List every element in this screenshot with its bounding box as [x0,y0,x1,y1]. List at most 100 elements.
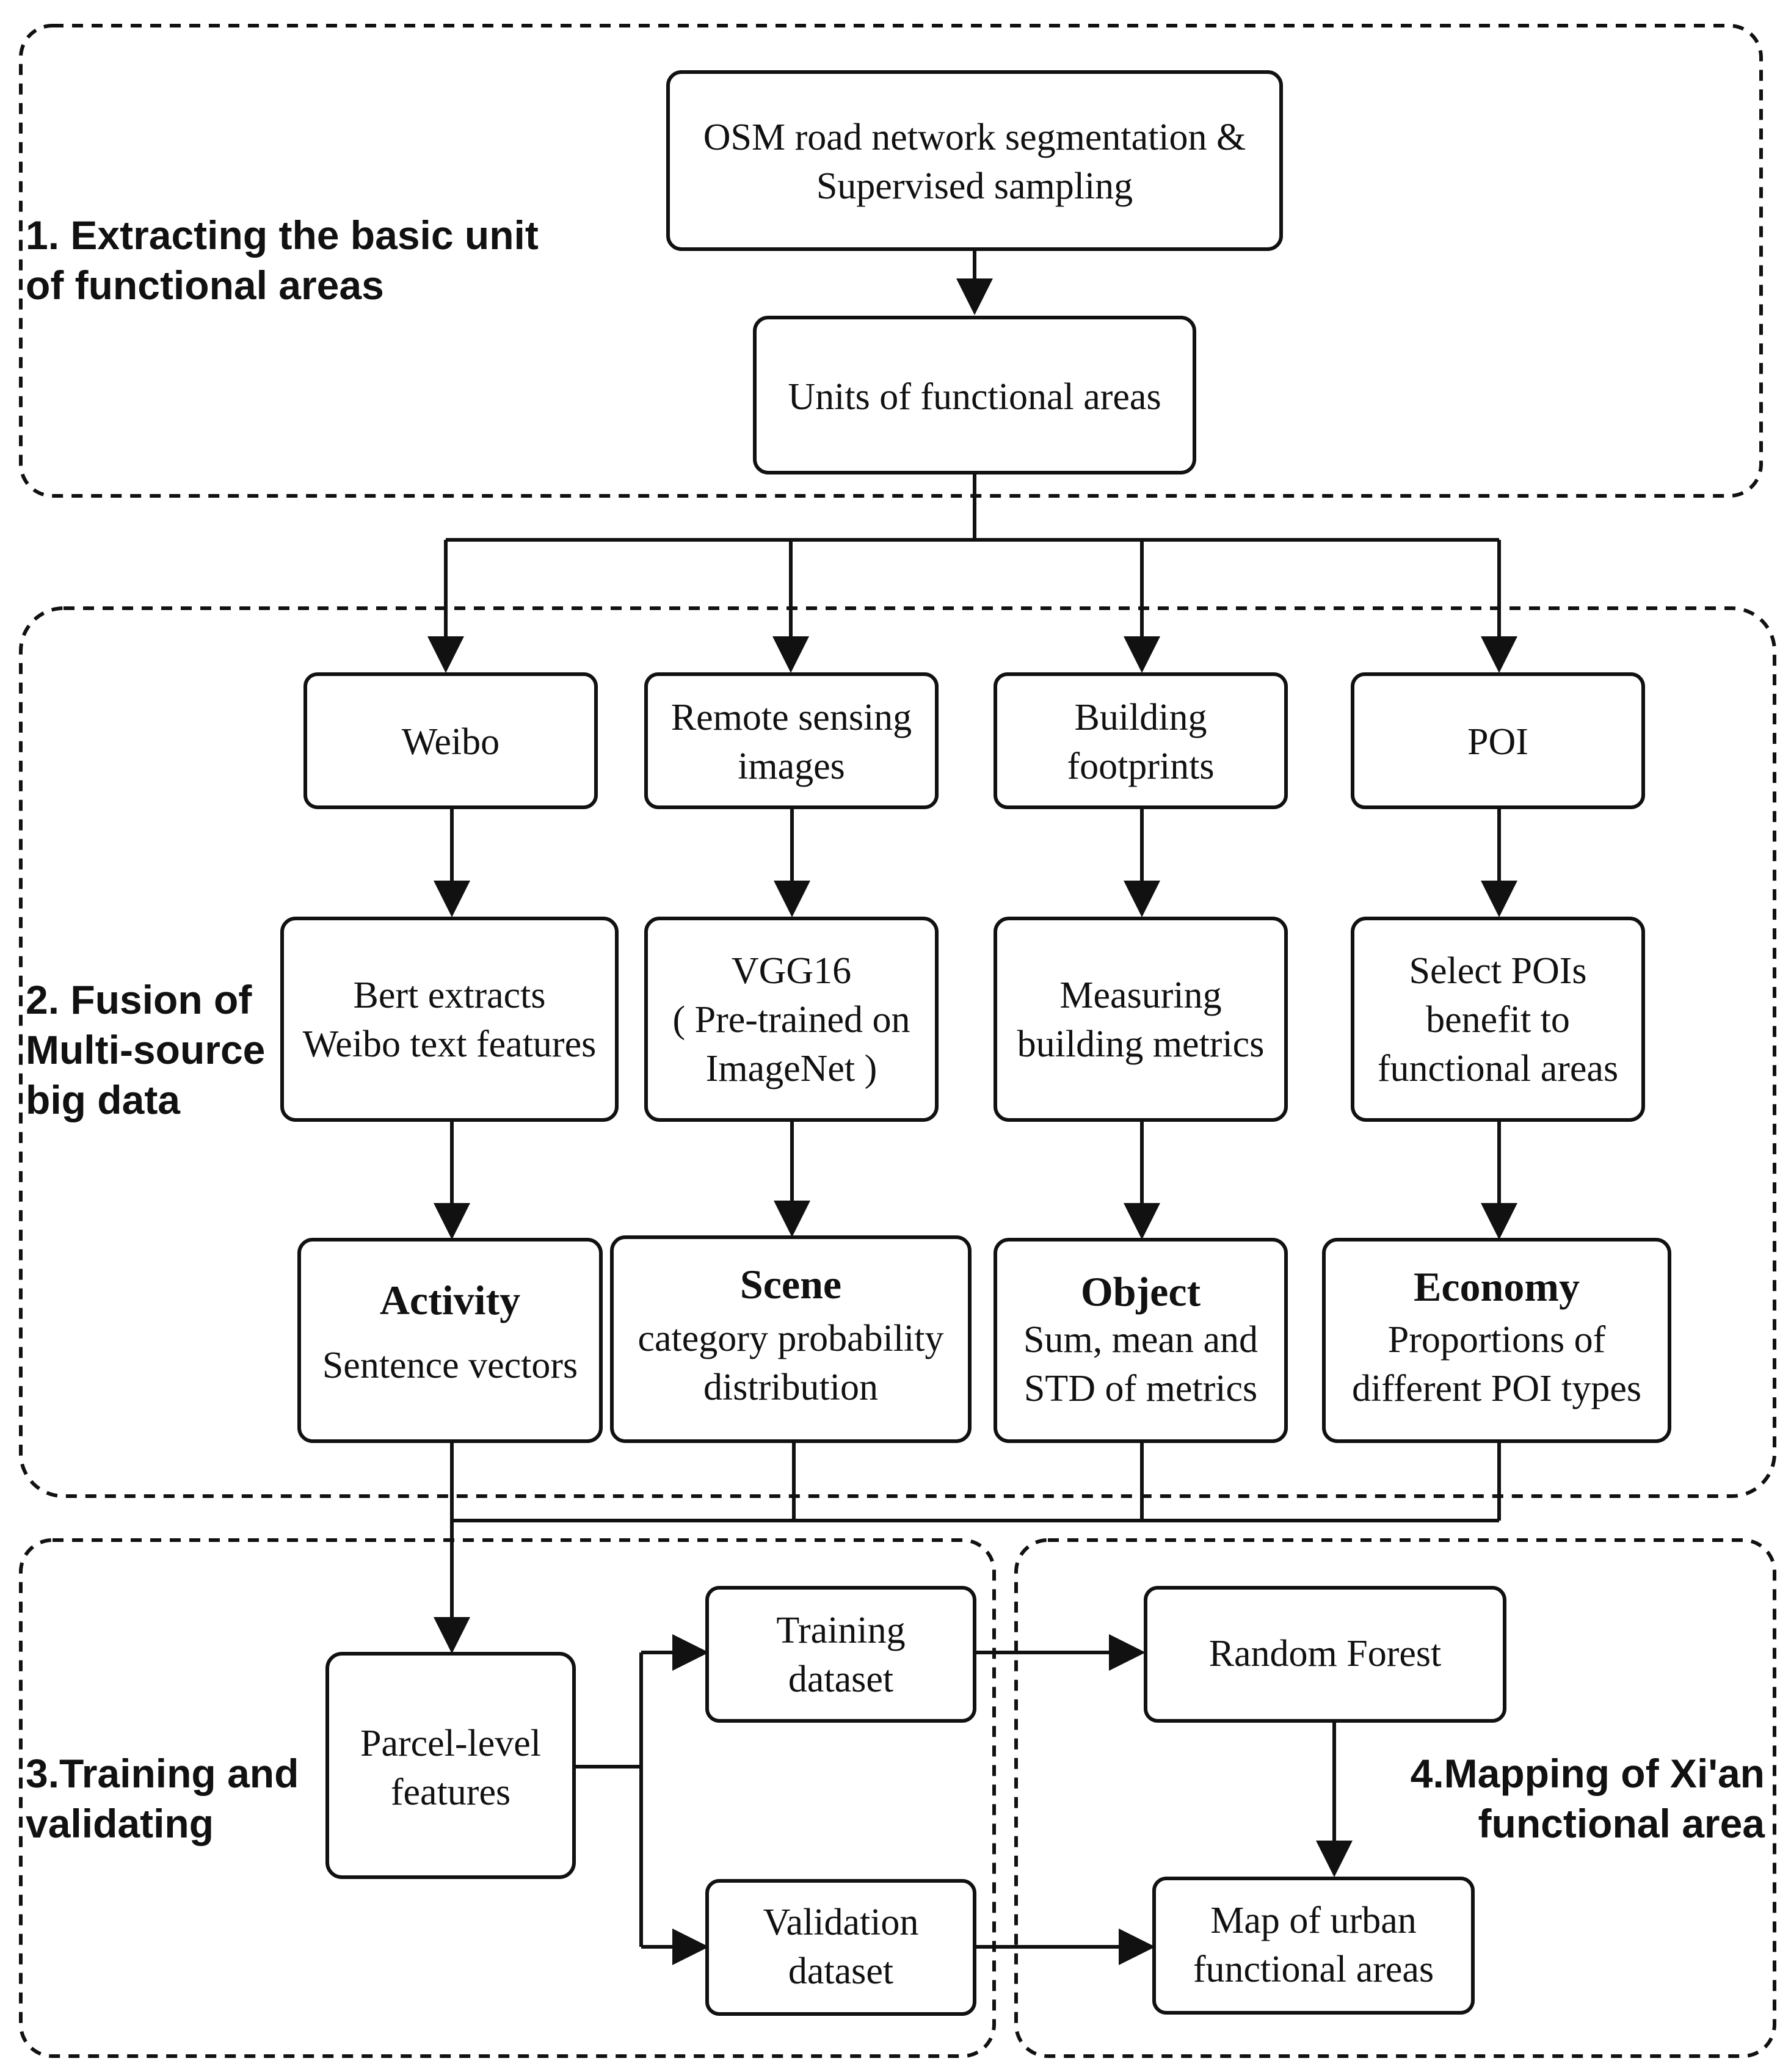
text-line: Measuring [1059,975,1221,1016]
select-pois-box: Select POIs benefit to functional areas [1351,917,1645,1122]
validation-dataset-box: Validation dataset [705,1879,976,2016]
vgg-box-text: VGG16 ( Pre-trained on ImageNet ) [672,950,910,1089]
section-training-validating [19,1538,996,2058]
text-line: ImageNet ) [706,1048,877,1089]
text-line: Activity [380,1277,520,1323]
poi-box-text: POI [1467,721,1528,763]
text-line: Map of urban [1210,1900,1416,1941]
text-line: Remote sensing [671,697,912,738]
osm-box: OSM road network segmentation & Supervise… [666,70,1283,251]
text-line: images [738,746,845,787]
activity-lines: Sentence vectors [322,1345,578,1386]
units-box-text: Units of functional areas [788,376,1161,418]
text-line: POI [1467,721,1528,763]
text-line: Random Forest [1209,1633,1442,1674]
building-footprints-box: Building footprints [994,672,1288,809]
text-line: Proportions of [1388,1319,1606,1361]
economy-title: Economy [1414,1263,1580,1310]
text-line: big data [26,1077,181,1122]
text-line: Select POIs [1409,950,1586,992]
vgg-box: VGG16 ( Pre-trained on ImageNet ) [644,917,939,1122]
validation-dataset-box-text: Validation dataset [763,1902,919,1992]
text-line: distribution [703,1367,878,1408]
text-line: Object [1081,1268,1201,1315]
section-label-3: 3.Training and validating [26,1751,299,1846]
text-line: Economy [1414,1263,1580,1310]
text-line: benefit to [1426,999,1570,1041]
text-line: functional areas [1193,1949,1434,1990]
text-line: OSM road network segmentation & [703,117,1246,158]
text-line: 3.Training and [26,1751,299,1796]
section-fusion [19,606,1776,1498]
section-label-1: 1. Extracting the basic unit of functiona… [26,213,539,308]
select-pois-box-text: Select POIs benefit to functional areas [1378,950,1618,1089]
economy-lines: Proportions of different POI types [1352,1319,1641,1409]
poi-box: POI [1351,672,1645,809]
scene-lines: category probability distribution [638,1318,944,1408]
text-line: dataset [788,1659,893,1700]
text-line: Scene [740,1261,841,1307]
text-line: STD of metrics [1024,1368,1257,1409]
branch-units-to-sources [446,473,1499,542]
units-box: Units of functional areas [753,316,1196,474]
text-line: ( Pre-trained on [672,999,910,1041]
training-dataset-box: Training dataset [705,1586,976,1723]
building-footprints-box-text: Building footprints [1067,697,1214,787]
text-line: Training [776,1610,905,1651]
text-line: functional area [1478,1801,1766,1846]
text-line: 2. Fusion of [26,977,252,1022]
activity-title: Activity [380,1277,520,1323]
text-line: VGG16 [732,950,851,992]
text-line: different POI types [1352,1368,1641,1409]
object-title: Object [1081,1268,1201,1315]
text-line: 4.Mapping of Xi'an [1411,1751,1765,1796]
text-line: Multi-source [26,1027,265,1072]
scene-title: Scene [740,1261,841,1307]
text-line: Validation [763,1902,919,1943]
map-box-text: Map of urban functional areas [1193,1900,1434,1990]
text-line: category probability [638,1318,944,1359]
section-label-4: 4.Mapping of Xi'an functional area [1411,1751,1766,1846]
text-line: building metrics [1017,1023,1265,1065]
random-forest-box: Random Forest [1144,1586,1506,1723]
economy-box: Economy Proportions of different POI type… [1322,1238,1671,1443]
text-line: Bert extracts [353,975,545,1016]
weibo-box-text: Weibo [402,721,500,763]
merge-features [452,1441,1501,1522]
training-dataset-box-text: Training dataset [776,1610,905,1700]
remote-sensing-box: Remote sensing images [644,672,939,809]
text-line: of functional areas [26,263,384,308]
section-label-2: 2. Fusion of Multi-source big data [26,977,265,1122]
text-line: Sum, mean and [1023,1319,1258,1361]
measuring-box: Measuring building metrics [994,917,1288,1122]
text-line: functional areas [1378,1048,1618,1089]
osm-box-text: OSM road network segmentation & Supervise… [703,117,1246,207]
split-parcel [574,1652,643,1947]
map-box: Map of urban functional areas [1152,1877,1475,2015]
text-line: Building [1074,697,1207,738]
text-line: footprints [1067,746,1214,787]
activity-box: Activity Sentence vectors [297,1238,603,1443]
random-forest-box-text: Random Forest [1209,1633,1442,1674]
text-line: 1. Extracting the basic unit [26,213,539,258]
text-line: Units of functional areas [788,376,1161,418]
section-extracting-units [19,24,1763,498]
text-line: Weibo text features [303,1023,596,1065]
text-line: Parcel-level [360,1723,541,1764]
text-line: Supervised sampling [816,165,1133,207]
text-line: Weibo [402,721,500,763]
scene-box: Scene category probability distribution [610,1235,972,1443]
text-line: validating [26,1801,214,1846]
section-mapping [1014,1538,1776,2058]
connectors [427,250,1517,1965]
remote-sensing-box-text: Remote sensing images [671,697,912,787]
text-line: Sentence vectors [322,1345,578,1386]
text-line: dataset [788,1950,893,1992]
